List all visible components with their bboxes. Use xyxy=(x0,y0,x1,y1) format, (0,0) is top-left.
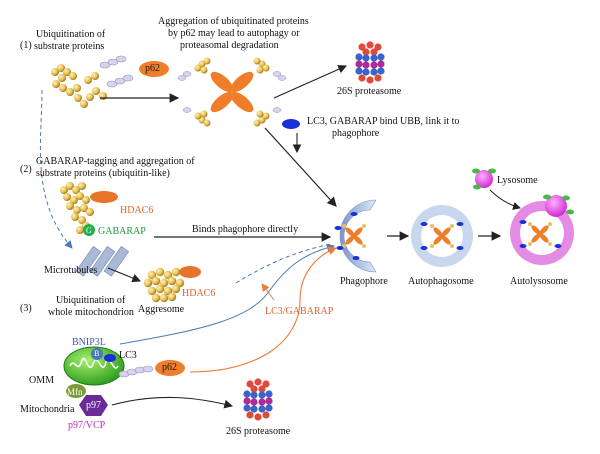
phagophore-shape xyxy=(334,199,377,273)
autolysosome-shape xyxy=(510,194,574,265)
mfn-oval xyxy=(66,384,86,398)
phagophore-label: Phagophore xyxy=(340,276,388,287)
microtubules-label: Microtubules xyxy=(44,265,98,276)
hdac6-top-label: HDAC6 xyxy=(120,205,154,216)
lysosome-icon xyxy=(472,168,496,190)
proteasome-bottom-label: 26S proteasome xyxy=(226,426,291,437)
ubiquitin-tags-mito xyxy=(118,365,154,378)
gabarap-tag-line1: GABARAP-tagging and aggregation of xyxy=(36,156,195,167)
arrow-to-proteasome-top xyxy=(273,65,348,99)
proteasome-26s-bottom-icon xyxy=(243,378,273,421)
autolysosome-label: Autolysosome xyxy=(510,276,568,287)
lc3-gabarap-label: LC3/GABARAP xyxy=(265,306,334,317)
proteasome-26s-top-icon xyxy=(355,41,385,84)
arrow-aggregate-to-phagophore xyxy=(264,127,337,207)
lysosome-label: Lysosome xyxy=(497,175,538,186)
b-letter: B xyxy=(94,349,100,358)
lc3-mito-label: LC3 xyxy=(119,350,137,361)
gabarap-g-circle xyxy=(83,224,95,236)
p62-bottom-label: p62 xyxy=(162,362,177,373)
arrow-p97-to-proteasome xyxy=(111,396,234,409)
aggregation-line3: proteasomal degradation xyxy=(180,40,279,51)
lc3-oval-mito xyxy=(104,354,116,362)
aggregation-line2: by p62 may lead to autophagy or xyxy=(168,28,300,39)
gabarap-tag-line2: substrate proteins (ubiquitin-like) xyxy=(36,168,170,179)
aggresome-cluster xyxy=(143,267,185,303)
step-3-label: (3) xyxy=(20,303,32,314)
step-1-label: (1) xyxy=(20,40,32,51)
arrow-lc3-gabarap-up xyxy=(261,283,275,301)
lc3-blue-oval xyxy=(282,119,300,129)
proteasome-top-label: 26S proteasome xyxy=(337,86,402,97)
lc3-line2: phagophore xyxy=(332,128,380,139)
hdac6-top-oval xyxy=(90,191,118,203)
ubiq-substrate-line1: Ubiquitination of xyxy=(36,29,106,40)
dashed-arrow-to-microtubules xyxy=(39,89,73,249)
ubiquitin-tags-1 xyxy=(99,55,134,88)
autophagosome-shape xyxy=(411,205,473,267)
bnip3l-label: BNIP3L xyxy=(72,337,106,348)
autophagosome-label: Autophagosome xyxy=(408,276,474,287)
lc3-gabarap-orange-arrow xyxy=(189,246,338,373)
step-2-label: (2) xyxy=(20,164,32,175)
ubiq-mito-line2: whole mitochondrion xyxy=(48,307,134,318)
mfn-label: Mfn xyxy=(67,387,83,397)
lc3-line1: LC3, GABARAP bind UBB, link it to xyxy=(307,116,460,127)
dashed-aggresome-to-phagophore xyxy=(235,243,333,284)
aggregation-line1: Aggregation of ubiquitinated proteins xyxy=(158,16,309,27)
bnip3l-blue-arrow xyxy=(119,243,335,345)
g-letter: G xyxy=(86,226,92,235)
arrow-lysosome-fusion xyxy=(489,189,521,210)
p62-top-label: p62 xyxy=(145,63,160,74)
hdac6-bottom-oval xyxy=(179,266,201,278)
p62-aggregate-top xyxy=(177,57,287,127)
bnip3l-b-circle xyxy=(91,348,103,360)
omm-label: OMM xyxy=(29,375,55,386)
ubiq-mito-line1: Ubiquitination of xyxy=(56,295,126,306)
ubiquitin-cluster-2 xyxy=(60,182,94,234)
p62-badge-bottom xyxy=(155,360,185,376)
ubiq-substrate-line2: substrate proteins xyxy=(34,41,105,52)
hdac6-bottom-label: HDAC6 xyxy=(182,288,216,299)
p97-hexagon xyxy=(79,395,108,416)
p97vcp-label: p97/VCP xyxy=(68,420,106,431)
arrow-microtubules-to-aggresome xyxy=(107,267,142,283)
aggresome-label: Aggresome xyxy=(138,304,185,315)
p97-label: p97 xyxy=(86,400,101,411)
ubiquitin-cluster-1 xyxy=(51,64,107,108)
p62-badge-top xyxy=(139,61,169,77)
gabarap-label: GABARAP xyxy=(98,226,146,237)
binds-phagophore-label: Binds phagophore directly xyxy=(192,224,299,235)
mitochondria-label: Mitochondria xyxy=(20,404,75,415)
